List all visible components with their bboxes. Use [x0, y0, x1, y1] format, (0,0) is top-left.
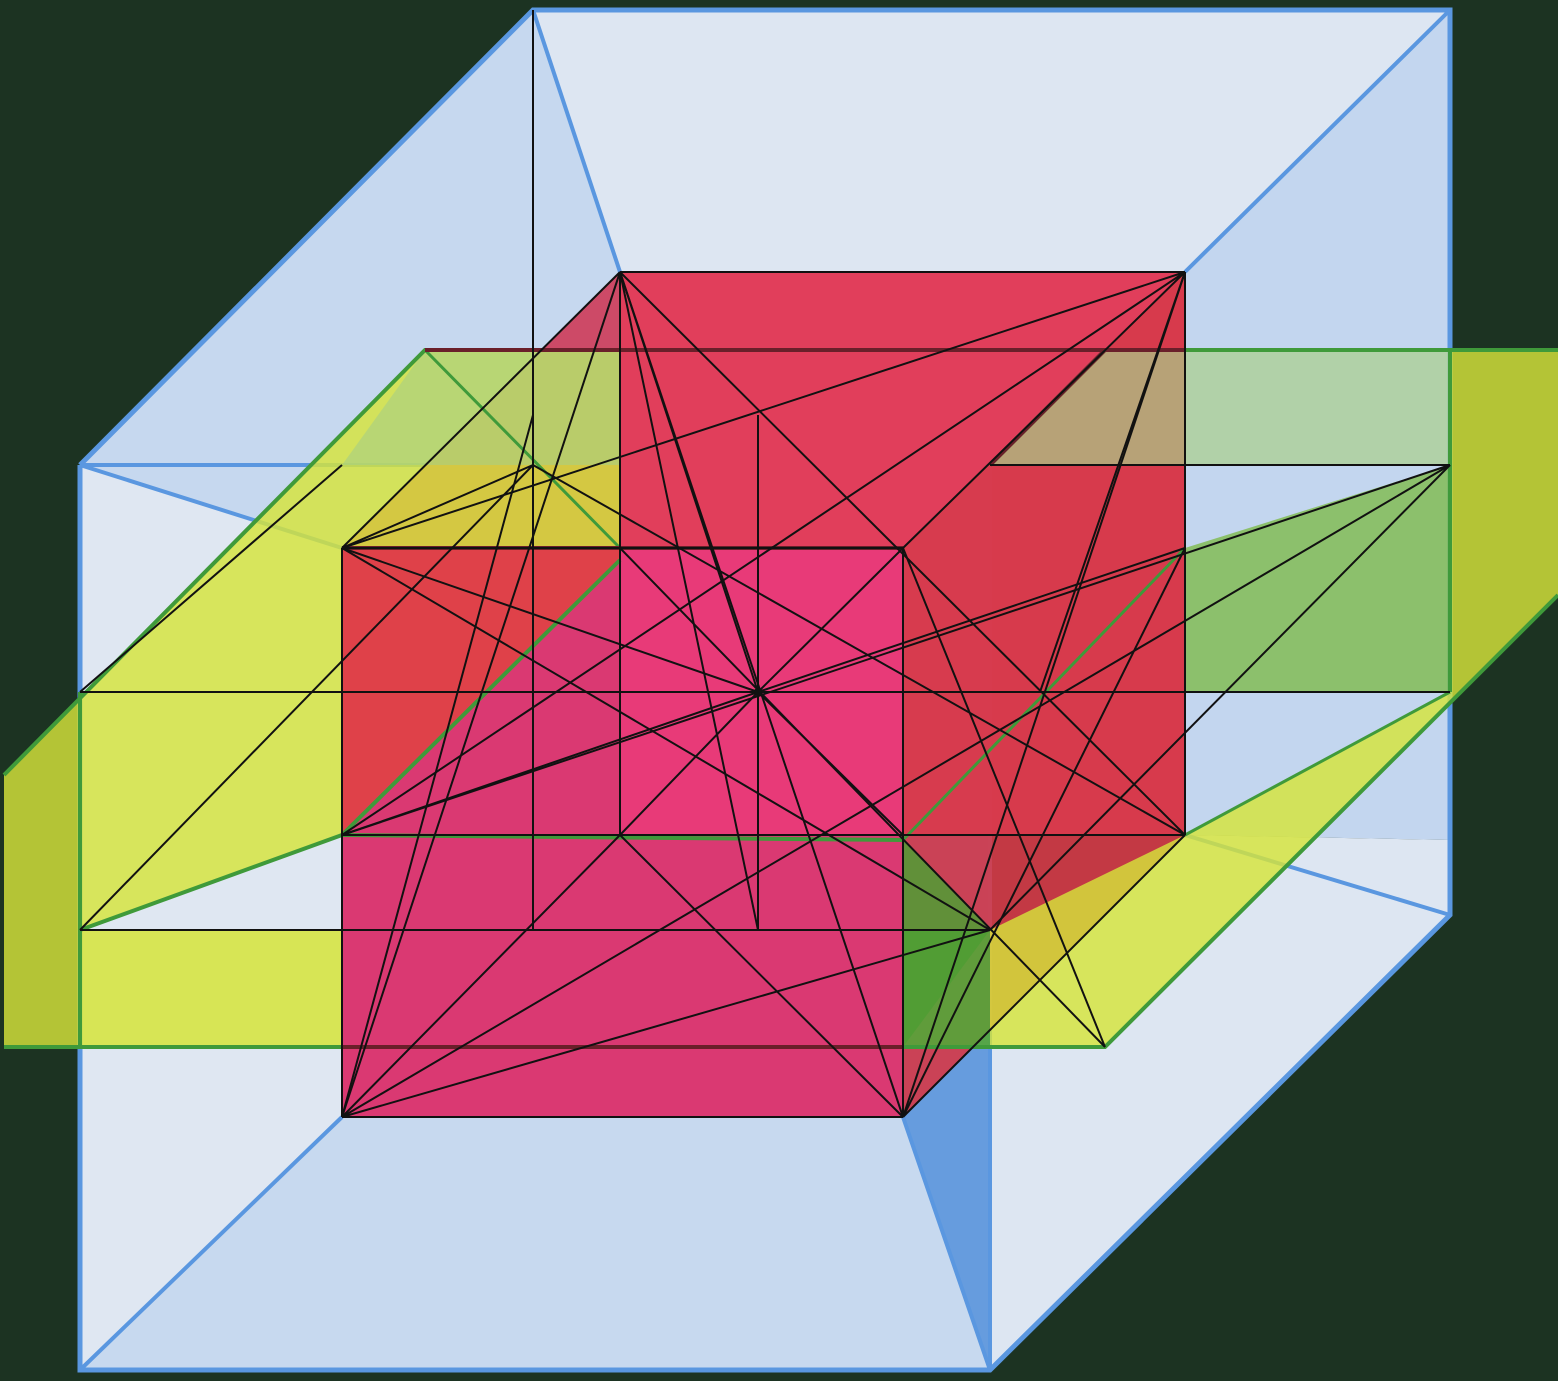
- center-hub: [754, 688, 762, 696]
- plane-front-band: [80, 930, 342, 1047]
